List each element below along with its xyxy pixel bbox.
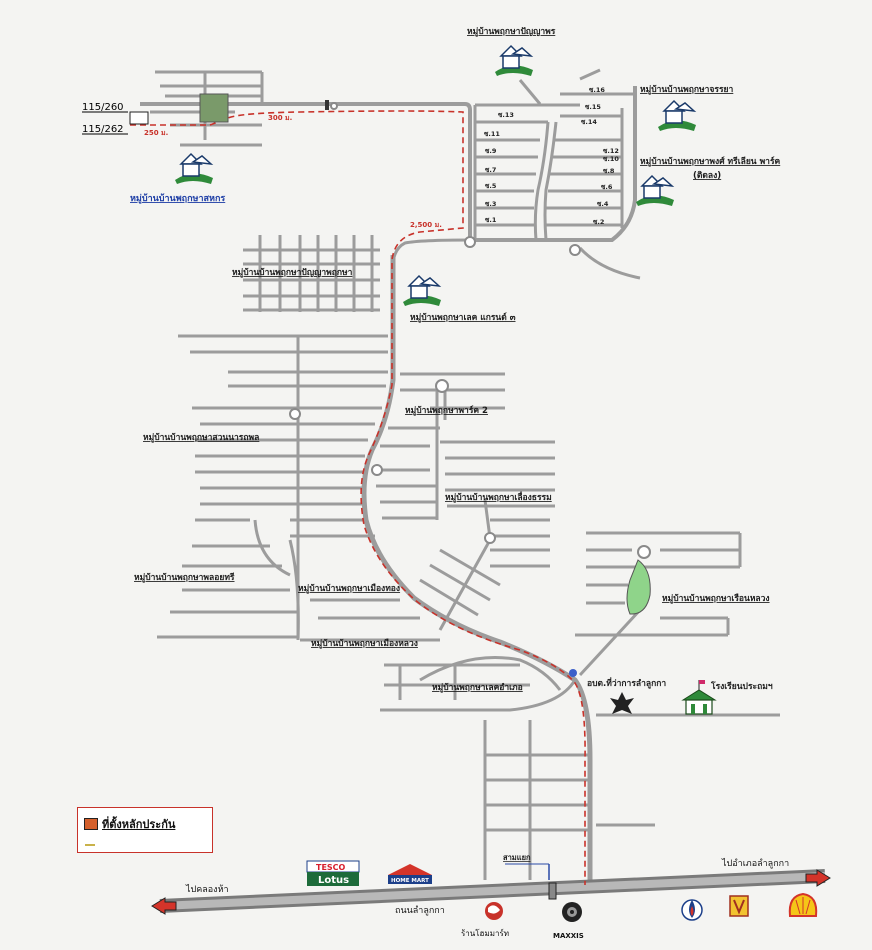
svg-text:MAXXIS: MAXXIS: [553, 932, 584, 940]
village-label: (ติดลง): [693, 170, 721, 181]
homemart-logo: HOME MART: [388, 864, 432, 884]
road-top: [140, 102, 472, 240]
soi-label: ซ.7: [485, 166, 496, 174]
village-label: หมู่บ้านพฤกษาเลค แกรนด์ ๓: [410, 312, 516, 323]
soi-label: ซ.1: [485, 216, 497, 224]
plot-label-top: 115/260: [82, 102, 124, 113]
road-grid-bottom: [483, 713, 780, 880]
plot-marker: [129, 111, 149, 125]
route-to-property: [130, 110, 586, 885]
svg-text:TESCO: TESCO: [316, 863, 346, 872]
roundabouts: [289, 102, 651, 559]
road-grid-rightlower: [575, 531, 742, 677]
distance-label: 300 ม.: [268, 114, 292, 122]
office-pin-icon: [569, 669, 577, 677]
shell-logo-icon: [788, 892, 818, 917]
soi-label: ซ.3: [485, 200, 496, 208]
park-area: [626, 559, 651, 615]
road-grid-left: [178, 334, 388, 641]
road-east-spur: [578, 246, 641, 280]
soi-label: ซ.10: [603, 155, 619, 163]
village-label: หมู่บ้านบ้านพฤกษาพลอยทรี: [134, 572, 235, 583]
school-label: โรงเรียนประถมฯ: [710, 681, 773, 692]
road-lower-loop: [380, 656, 577, 712]
soi-labels: ซ.16 ซ.15 ซ.14 ซ.13 ซ.11 ซ.12 ซ.10 ซ.9 ซ…: [484, 86, 619, 226]
village-label: หมู่บ้านบ้านพฤกษาปัญญาพฤกษา: [232, 267, 353, 278]
soi-label: ซ.6: [601, 183, 613, 191]
soi-label: ซ.2: [593, 218, 604, 226]
soi-label: ซ.8: [603, 167, 615, 175]
ptt-logo-icon: [681, 899, 703, 921]
road-grid-upperleft: [243, 235, 380, 312]
svg-text:ร้านโฮมมาร์ท: ร้านโฮมมาร์ท: [461, 928, 509, 938]
soi-label: ซ.4: [597, 200, 609, 208]
plot-label-bottom: 115/262: [82, 124, 124, 135]
soi-label: ซ.11: [484, 130, 500, 138]
distance-labels: 250 ม. 300 ม. 2,500 ม.: [144, 114, 442, 229]
soi-label: ซ.16: [589, 86, 605, 94]
intersection-label: สามแยก: [503, 853, 531, 862]
tesco-lotus-logo: TESCO Lotus: [306, 860, 360, 886]
village-label: หมู่บ้านพฤกษาเลคอำเภอ: [432, 682, 523, 693]
road-name-label: ถนนลำลูกกา: [395, 905, 445, 916]
road-grid-lowerleft: [157, 544, 440, 642]
distance-label: 250 ม.: [144, 129, 168, 137]
village-label: หมู่บ้านพฤกษาปัญญาพร: [467, 26, 556, 37]
road-diagonal-block: [419, 539, 501, 631]
soi-label: ซ.9: [485, 147, 497, 155]
village-label: หมู่บ้านบ้านพฤกษาสหกร: [130, 193, 225, 204]
road-grid-central: [376, 372, 555, 568]
school-icon: [681, 680, 717, 715]
village-label: หมู่บ้านบ้านพฤกษาเมืองหลวง: [311, 638, 418, 649]
property-parcel: [199, 93, 229, 123]
soi-label: ซ.12: [603, 147, 619, 155]
road-network: [140, 68, 826, 913]
village-label: หมู่บ้านบ้านพฤกษาพงศ์ ทรีเลียน พาร์ค: [640, 156, 781, 167]
village-label: หมู่บ้านบ้านพฤกษาจรรยา: [640, 84, 734, 95]
road-east: [475, 86, 637, 242]
emblem-icon: [610, 692, 634, 714]
svg-text:Lotus: Lotus: [318, 875, 349, 886]
soi-label: ซ.14: [581, 118, 597, 126]
direction-right-label: ไปอำเภอลำลูกกา: [721, 858, 789, 869]
legend-title: ที่ตั้งหลักประกัน: [102, 818, 176, 831]
distance-label: 2,500 ม.: [410, 221, 442, 229]
house-icon: [175, 152, 214, 184]
arrow-right-icon: [805, 869, 831, 887]
soi-label: ซ.13: [498, 111, 514, 119]
direction-left-label: ไปคลองห้า: [185, 884, 229, 895]
gas-station-icon: [729, 895, 749, 917]
office-label: อบต.ที่ว่าการลำลูกกา: [587, 676, 666, 689]
legend-swatch: [84, 818, 98, 830]
village-label: หมู่บ้านพฤกษาพาร์ค 2: [405, 405, 488, 416]
house-icon: [658, 99, 697, 131]
village-label: หมู่บ้านบ้านพฤกษาเลื่องธรรม: [445, 490, 552, 503]
gate-marker: [325, 100, 329, 110]
house-icon: [495, 44, 534, 76]
village-label: หมู่บ้านบ้านพฤกษาสวนนารถพล: [143, 432, 259, 443]
shop-logo: ร้านโฮมมาร์ท: [461, 902, 509, 938]
village-label: หมู่บ้านบ้านพฤกษาเมืองทอง: [298, 583, 400, 594]
soi-label: ซ.15: [585, 103, 601, 111]
plot-labels: 115/260 115/262: [82, 102, 128, 135]
legend-line: [85, 844, 95, 846]
arrow-left-icon: [151, 897, 177, 915]
house-icons: [175, 44, 697, 306]
svg-text:HOME MART: HOME MART: [391, 878, 429, 884]
soi-label: ซ.5: [485, 182, 497, 190]
house-icon: [636, 174, 675, 206]
village-labels: หมู่บ้านพฤกษาปัญญาพร หมู่บ้านบ้านพฤกษาจร…: [130, 26, 781, 693]
road-link: [391, 238, 471, 263]
traffic-light-icon: [548, 882, 557, 900]
village-label: หมู่บ้านบ้านพฤกษาเรือนหลวง: [662, 593, 770, 604]
road-soi-block: [473, 68, 635, 241]
house-icon: [403, 274, 442, 306]
map-legend: ที่ตั้งหลักประกัน: [77, 807, 213, 853]
tire-icon: MAXXIS: [553, 902, 584, 940]
landmarks: อบต.ที่ว่าการลำลูกกา โรงเรียนประถมฯ ไปคล…: [151, 669, 831, 940]
